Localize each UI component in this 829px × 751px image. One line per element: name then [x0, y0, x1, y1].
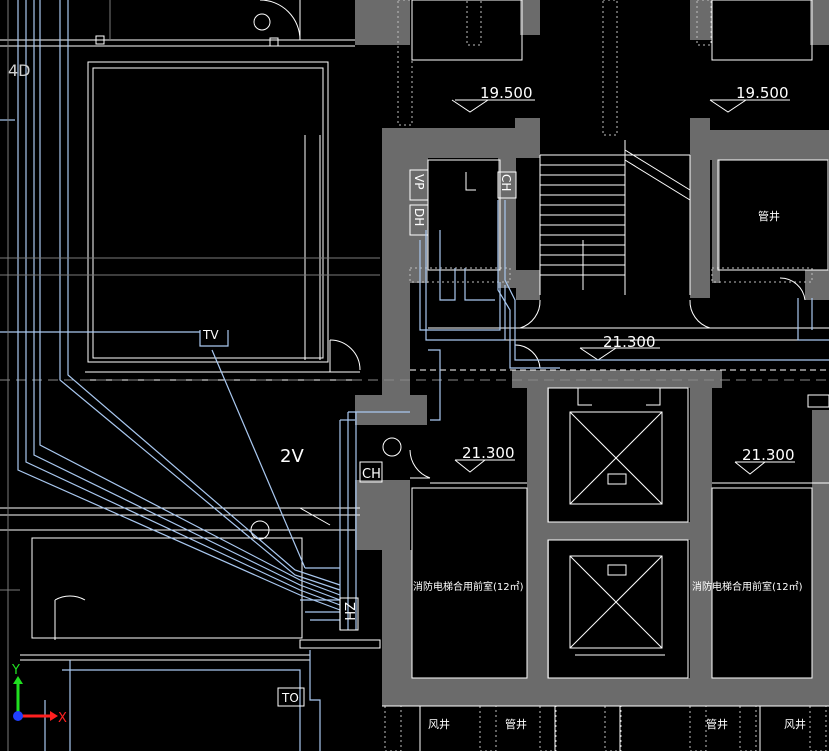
room-label-lobby-right: 消防电梯合用前室(12㎡)	[692, 580, 803, 593]
vp-shaft-label: VP	[412, 174, 426, 189]
room-label-pipe-shaft-1: 管井	[505, 717, 527, 731]
room-label-lobby-left: 消防电梯合用前室(12㎡)	[413, 580, 524, 593]
walls	[355, 0, 829, 706]
dh-shaft-label: DH	[412, 208, 426, 226]
zh-box-label: ZH	[341, 602, 356, 621]
elevation-19500-right: 19.500	[736, 84, 789, 102]
room-label-shaft-right: 管井	[758, 209, 780, 223]
masonry-hatch	[384, 0, 827, 751]
annotations: 4D TV TO 2V VP DH CH CH ZH 19.500 19.500…	[8, 61, 806, 731]
to-outlet-label[interactable]: TO	[281, 691, 299, 705]
dimension-lines	[0, 0, 380, 751]
to-outlet-box	[277, 687, 305, 707]
elevation-19500-left: 19.500	[480, 84, 533, 102]
zh-box	[339, 597, 359, 631]
room-label-wind-shaft-2: 风井	[784, 717, 806, 731]
tv-outlet-label[interactable]: TV	[202, 328, 219, 342]
grid-label-4d: 4D	[8, 61, 31, 80]
room-label-wind-shaft-1: 风井	[428, 717, 450, 731]
elevation-21300-right: 21.300	[742, 446, 795, 464]
ucs-axis-icon: X Y	[11, 663, 67, 726]
axis-y-label: Y	[11, 663, 20, 678]
axis-x-label: X	[58, 711, 67, 726]
elevation-21300-left: 21.300	[462, 444, 515, 462]
elevation-21300-center: 21.300	[603, 333, 656, 351]
room-label-pipe-shaft-2: 管井	[706, 717, 728, 731]
ch-shaft-label: CH	[499, 174, 513, 191]
ch-box-label: CH	[362, 467, 381, 482]
cable-2v-label: 2V	[280, 446, 304, 467]
